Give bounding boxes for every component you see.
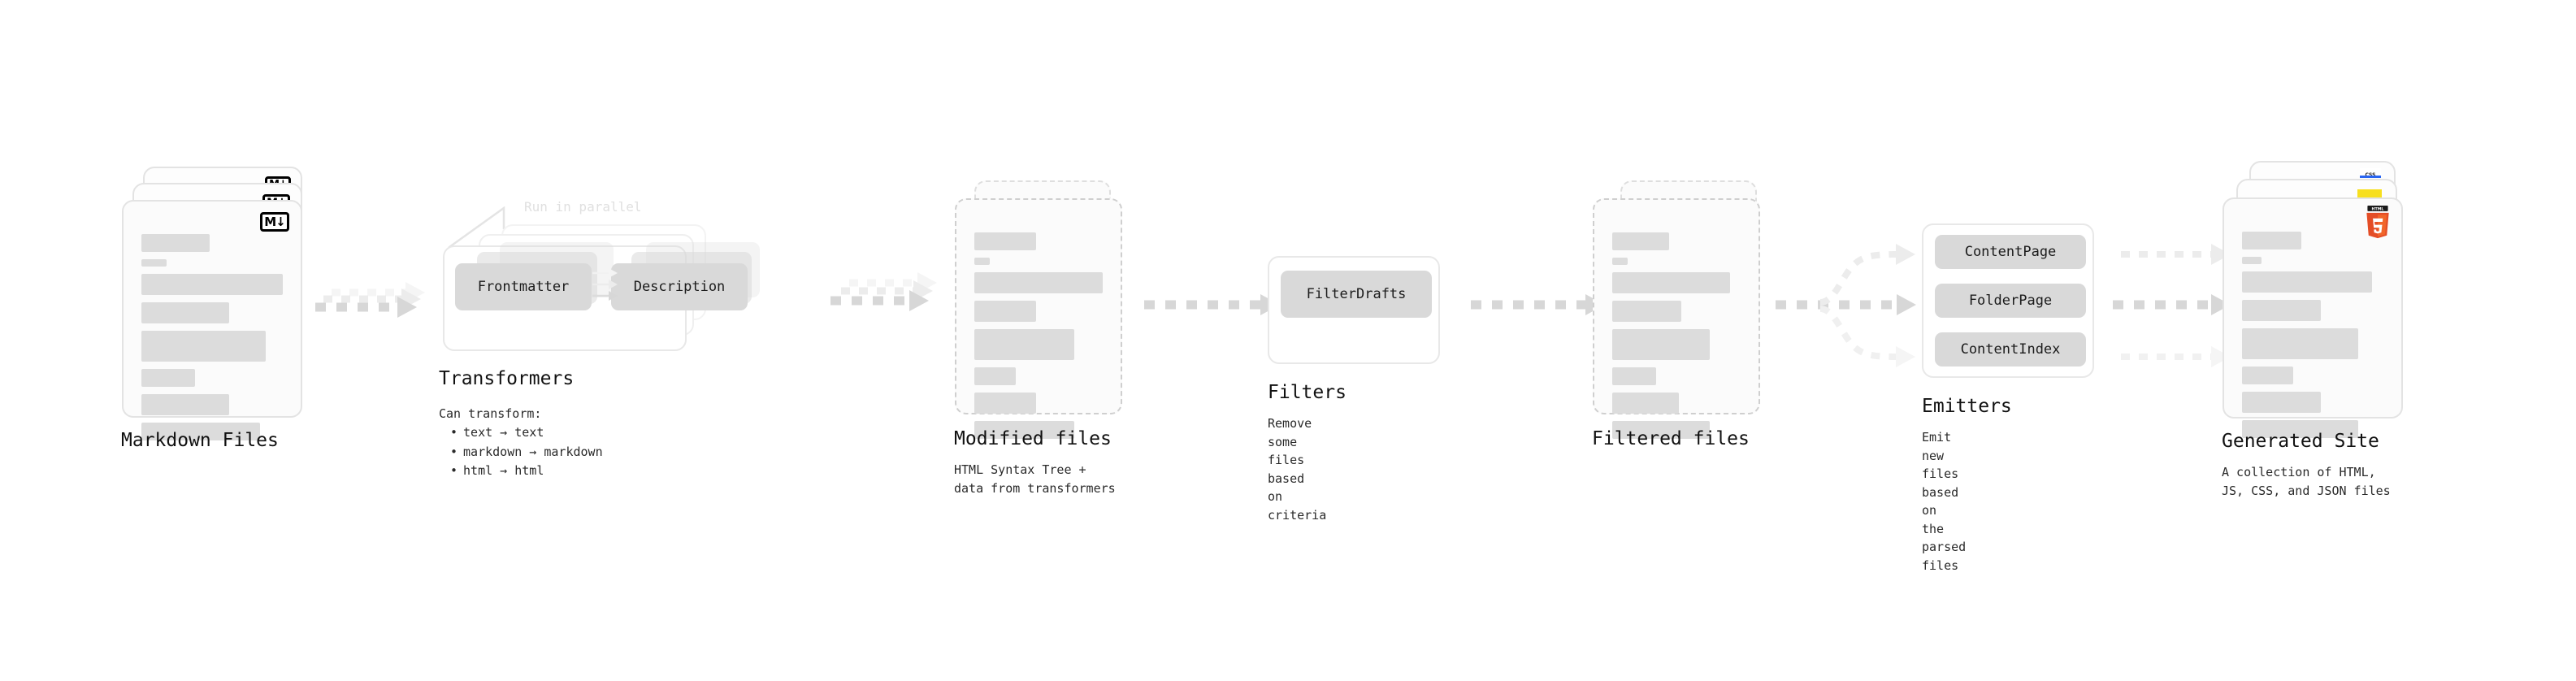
- modified-files-title: Modified files: [954, 428, 1112, 449]
- modified-placeholder-lines: [974, 232, 1103, 446]
- filters-group-box[interactable]: FilterDrafts: [1268, 256, 1440, 364]
- transformers-caption: Can transform: text → text markdown → ma…: [439, 405, 603, 480]
- markdown-icon-label: M↓: [264, 214, 285, 229]
- pill-folderpage[interactable]: FolderPage: [1935, 284, 2086, 318]
- run-in-parallel-annotation: Run in parallel: [524, 199, 642, 215]
- arrow-transformers-to-modified: [830, 272, 937, 311]
- pill-description[interactable]: Description: [611, 263, 748, 310]
- pill-contentindex[interactable]: ContentIndex: [1935, 332, 2086, 367]
- pill-filterdrafts[interactable]: FilterDrafts: [1281, 271, 1432, 318]
- transformer-inner-arrows: [592, 268, 618, 301]
- pill-frontmatter[interactable]: Frontmatter: [455, 263, 592, 310]
- markdown-icon: M↓: [260, 212, 289, 232]
- filtered-card-stack: [1593, 180, 1776, 439]
- transformers-caption-item-2: html → html: [450, 462, 603, 480]
- stage-modified-files: Modified files HTML Syntax Tree + data f…: [954, 180, 1134, 496]
- markdown-files-title: Markdown Files: [121, 430, 279, 451]
- emitters-subtitle: Emit new files based on the parsed files: [1922, 430, 1967, 573]
- svg-text:HTML: HTML: [2372, 206, 2384, 211]
- css3-icon: CSS: [2360, 168, 2381, 178]
- emitters-title: Emitters: [1922, 396, 2012, 417]
- arrow-filtered-to-emitters: [1776, 244, 1916, 367]
- arrow-emitters-to-site: [2113, 244, 2231, 367]
- css3-icon-bar: [2360, 176, 2381, 178]
- site-card-front[interactable]: HTML: [2223, 197, 2403, 438]
- stage-generated-site: CSS HTML: [2222, 161, 2418, 498]
- transformers-caption-item-0: text → text: [450, 423, 603, 442]
- transformer-group-front[interactable]: Frontmatter Description: [443, 242, 760, 351]
- generated-site-subtitle: A collection of HTML, JS, CSS, and JSON …: [2222, 465, 2391, 498]
- filtered-card-front[interactable]: [1593, 198, 1760, 439]
- transformers-caption-lead: Can transform:: [439, 406, 542, 421]
- modified-card-stack: [955, 180, 1134, 439]
- filtered-files-title: Filtered files: [1592, 428, 1750, 449]
- css3-icon-label: CSS: [2366, 173, 2376, 178]
- transformers-title: Transformers: [439, 368, 575, 389]
- generated-site-title: Generated Site: [2222, 431, 2379, 452]
- filters-title: Filters: [1268, 382, 1347, 403]
- site-placeholder-lines: [2242, 232, 2383, 445]
- arrow-markdown-to-transformers: [315, 282, 425, 318]
- modified-card-front[interactable]: [955, 198, 1122, 439]
- site-card-stack: CSS HTML: [2223, 161, 2418, 438]
- modified-files-subtitle: HTML Syntax Tree + data from transformer…: [954, 462, 1116, 496]
- transformers-caption-item-1: markdown → markdown: [450, 443, 603, 462]
- filtered-placeholder-lines: [1612, 232, 1741, 446]
- stage-markdown-files: M↓ M↓ M↓ Markdown Files: [121, 167, 309, 451]
- markdown-card-front[interactable]: M↓: [122, 200, 302, 440]
- html5-icon: HTML: [2366, 206, 2389, 239]
- markdown-placeholder-lines: [141, 234, 283, 448]
- filters-subtitle: Remove some files based on criteria: [1268, 416, 1327, 523]
- markdown-card-stack: M↓ M↓ M↓: [122, 167, 309, 440]
- pill-contentpage[interactable]: ContentPage: [1935, 235, 2086, 269]
- stage-filtered-files: Filtered files: [1592, 180, 1776, 449]
- emitters-group-box[interactable]: ContentPage FolderPage ContentIndex: [1922, 223, 2094, 378]
